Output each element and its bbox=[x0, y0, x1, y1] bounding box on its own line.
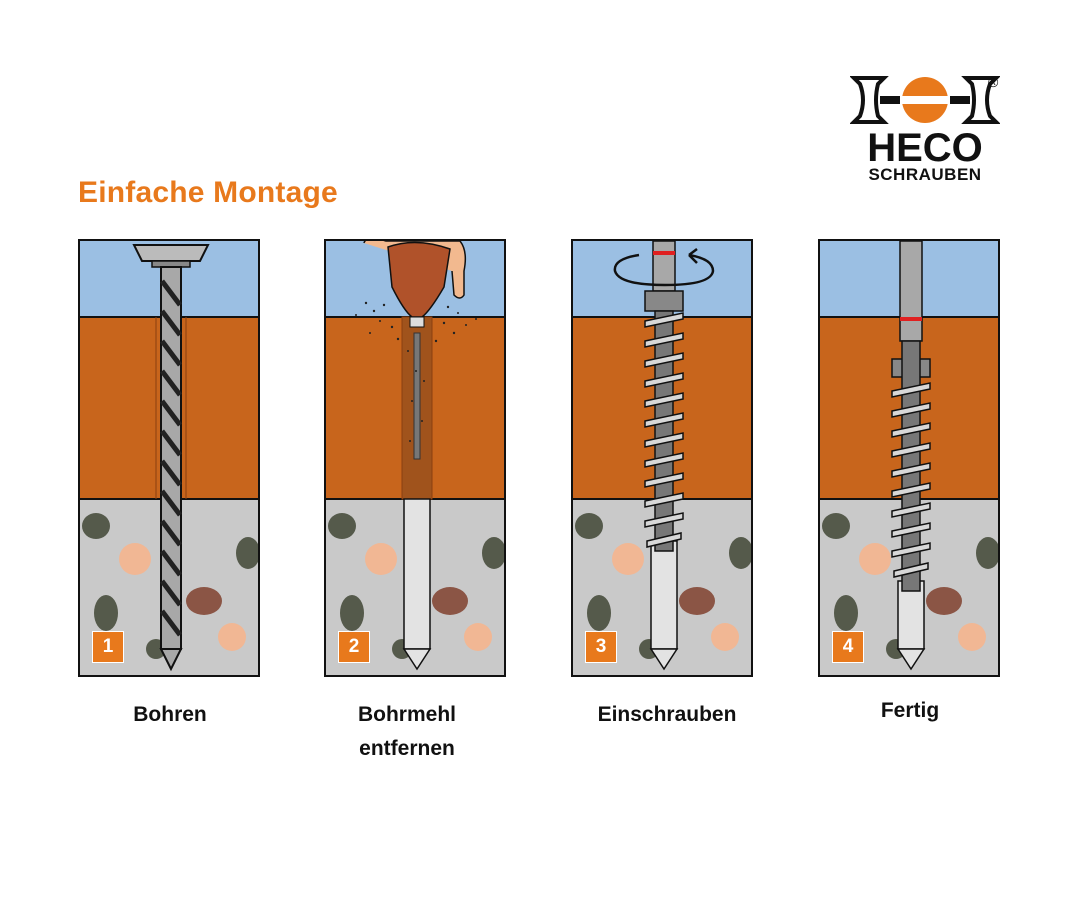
rotation-arrow-icon bbox=[613, 248, 715, 287]
drilling-illustration bbox=[80, 241, 258, 672]
step-1-caption: Bohren bbox=[70, 698, 270, 732]
finished-illustration bbox=[820, 241, 998, 671]
stone-pattern bbox=[575, 513, 751, 659]
step-number-badge: 1 bbox=[92, 631, 124, 663]
dust-removal-illustration bbox=[326, 241, 504, 671]
caption-line: Fertig bbox=[880, 699, 940, 722]
page-title: Einfache Montage bbox=[78, 176, 338, 209]
caption-line: Einschrauben bbox=[597, 703, 737, 726]
stone-pattern bbox=[822, 513, 998, 659]
step-3-caption: Einschrauben bbox=[567, 698, 767, 732]
step-4-caption: Fertig bbox=[810, 694, 1010, 728]
caption-line: entfernen bbox=[359, 737, 455, 760]
caption-line: Bohrmehl bbox=[357, 703, 456, 726]
step-number-badge: 4 bbox=[832, 631, 864, 663]
step-4-panel: 4 bbox=[818, 239, 1000, 677]
screwing-in-illustration bbox=[573, 241, 751, 671]
step-1-panel: 1 bbox=[78, 239, 260, 677]
step-3-panel: 3 bbox=[571, 239, 753, 677]
step-2-caption: Bohrmehl entfernen bbox=[307, 698, 507, 766]
brand-subtitle: SCHRAUBEN bbox=[868, 165, 982, 184]
caption-line: Bohren bbox=[133, 703, 207, 726]
stone-pattern bbox=[328, 513, 504, 659]
heco-logo-mark bbox=[850, 76, 1000, 124]
step-2-panel: 2 bbox=[324, 239, 506, 677]
heco-logo: ® HECO SCHRAUBEN bbox=[840, 72, 1010, 187]
step-number-badge: 3 bbox=[585, 631, 617, 663]
brand-name: HECO bbox=[867, 126, 983, 170]
step-number-badge: 2 bbox=[338, 631, 370, 663]
registered-mark: ® bbox=[988, 74, 999, 90]
